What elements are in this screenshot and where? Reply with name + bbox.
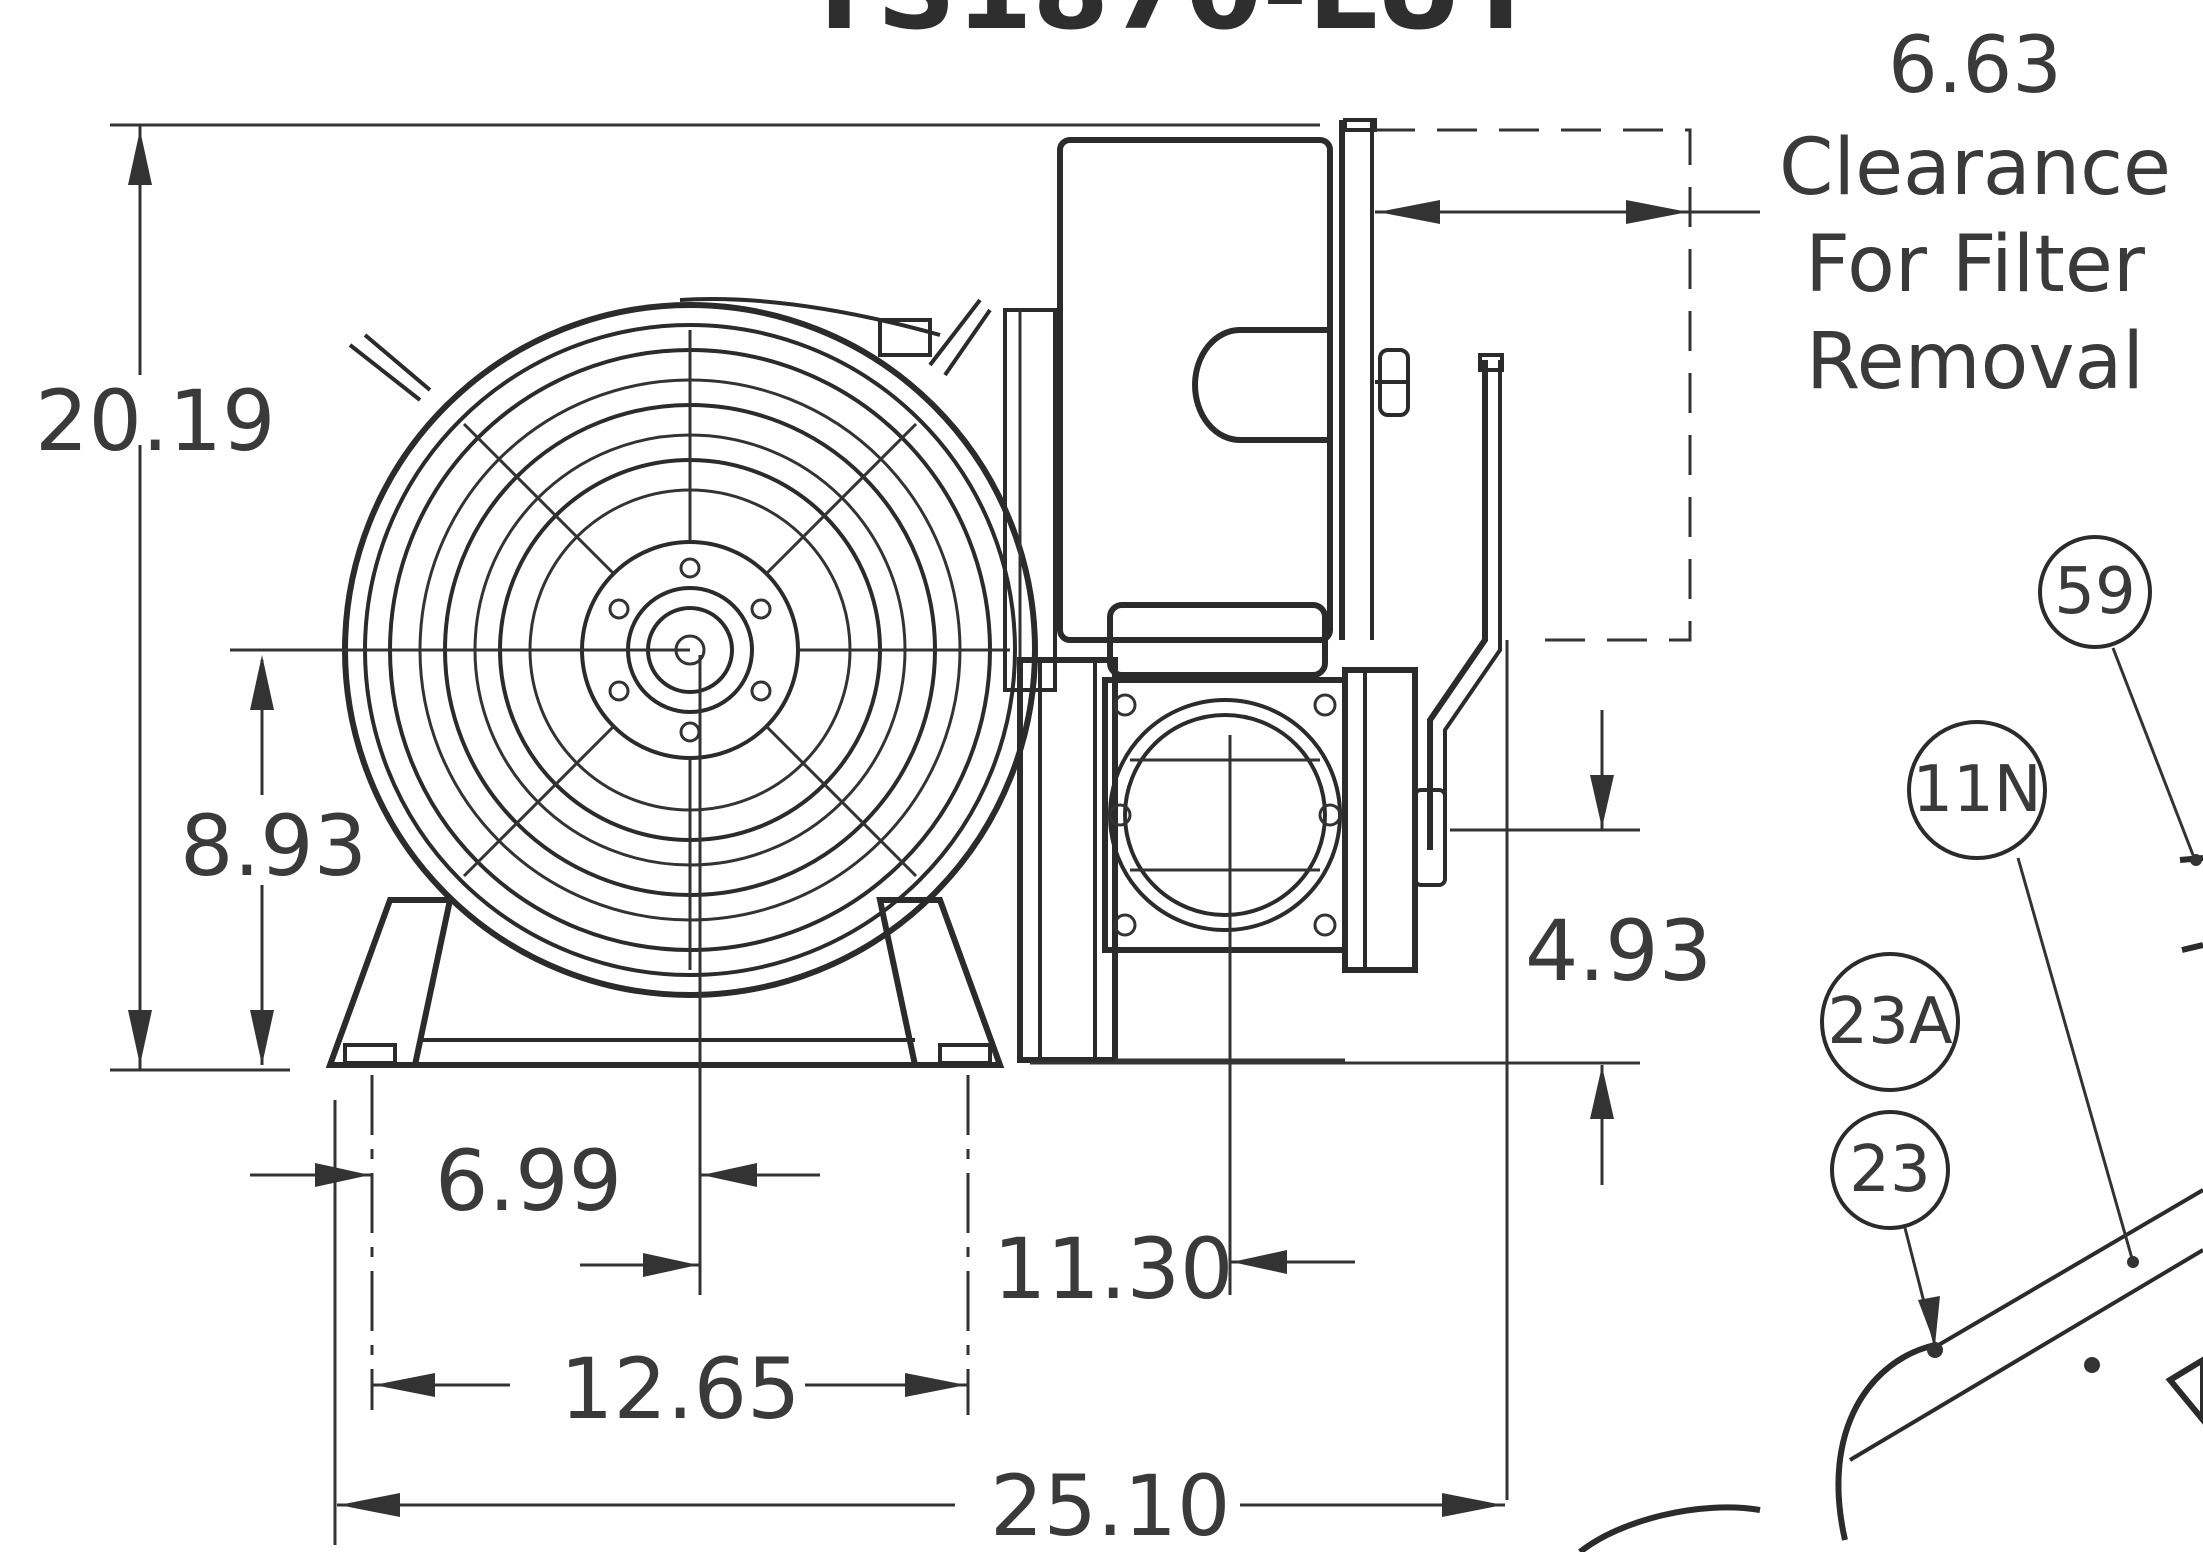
dim-shaft-height-label: 8.93 xyxy=(180,797,367,895)
clearance-line2: For Filter xyxy=(1805,220,2146,310)
svg-text:11N: 11N xyxy=(1912,753,2041,827)
dim-overall-length: 25.10 xyxy=(337,1457,1505,1552)
dim-overall-height: 20.19 xyxy=(35,123,1320,1072)
dim-front-to-shaft-label: 6.99 xyxy=(435,1132,622,1230)
dim-front-to-inlet: 11.30 xyxy=(993,1220,1355,1318)
dim-foot-spacing: 12.65 xyxy=(372,1340,968,1438)
balloon-59: 59 xyxy=(2038,535,2195,856)
partial-detail-view xyxy=(1578,854,2203,1552)
motor-fan-guard xyxy=(342,297,1038,998)
dim-filter-clearance: 6.63 Clearance For Filter Removal xyxy=(1375,21,2171,642)
clearance-line3: Removal xyxy=(1806,317,2144,407)
drawing-title: TS1870-LUT xyxy=(802,0,1539,54)
balloon-23: 23 xyxy=(1830,1110,1950,1346)
balloon-11N: 11N xyxy=(1907,720,2135,1263)
svg-text:59: 59 xyxy=(2054,555,2135,629)
dim-overall-length-label: 25.10 xyxy=(990,1457,1230,1552)
dim-foot-spacing-label: 12.65 xyxy=(560,1340,800,1438)
svg-text:23: 23 xyxy=(1849,1133,1930,1207)
clearance-line1: Clearance xyxy=(1779,123,2171,213)
motor-base xyxy=(325,897,1005,1068)
dim-front-to-shaft: 6.99 xyxy=(250,1132,820,1277)
balloon-23A: 23A xyxy=(1820,952,1960,1092)
blower-body xyxy=(1017,602,1447,1063)
dim-outlet-height-label: 4.93 xyxy=(1525,902,1712,1000)
dim-shaft-height: 8.93 xyxy=(180,648,690,1065)
clearance-value: 6.63 xyxy=(1888,21,2062,111)
dim-front-to-inlet-label: 11.30 xyxy=(993,1220,1233,1318)
svg-text:23A: 23A xyxy=(1827,985,1952,1059)
dim-overall-height-label: 20.19 xyxy=(35,372,275,470)
dim-outlet-height: 4.93 xyxy=(1030,640,1712,1500)
filter-housing xyxy=(1003,118,1504,850)
